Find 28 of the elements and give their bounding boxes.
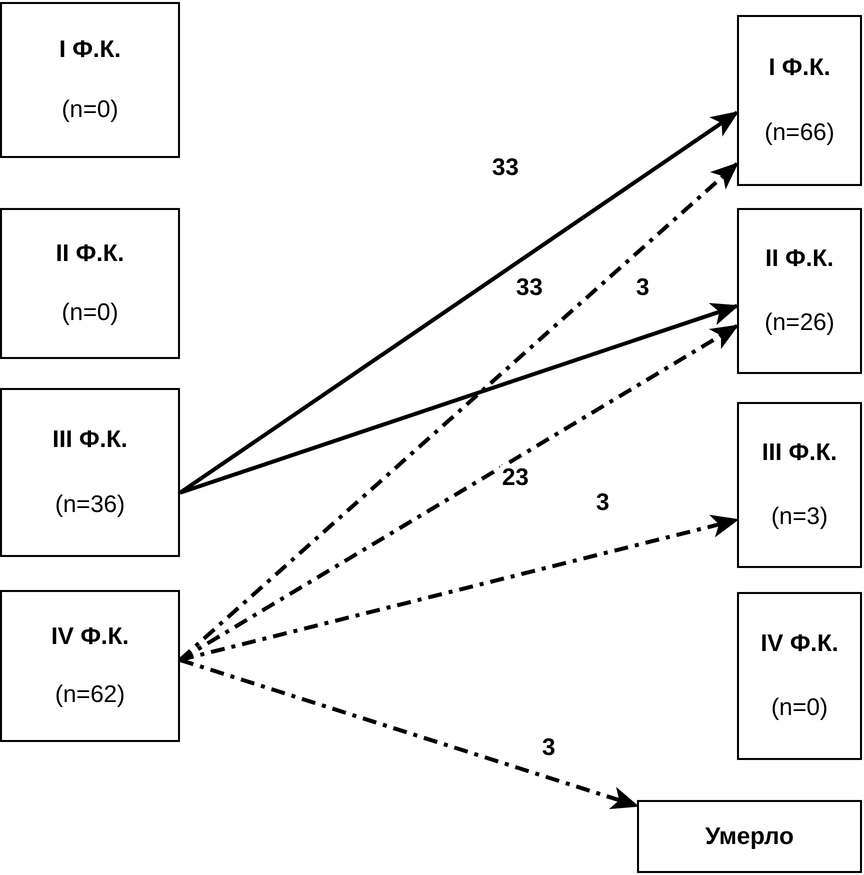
patient-count: (n=26) xyxy=(764,308,835,337)
stage-title: II Ф.К. xyxy=(56,240,124,268)
stage-title: III Ф.К. xyxy=(762,439,838,468)
stage-title: Умерло xyxy=(705,822,794,850)
patient-count: (n=36) xyxy=(54,490,126,519)
patient-count: (n=0) xyxy=(62,96,118,124)
stage-box xyxy=(0,590,180,742)
patient-count: (n=3) xyxy=(771,502,828,531)
stage-box xyxy=(0,2,180,158)
arrow xyxy=(179,658,640,810)
stage-box xyxy=(0,208,180,359)
patient-count: (n=0) xyxy=(62,298,118,327)
stage-box xyxy=(737,15,862,186)
arrow xyxy=(179,303,740,495)
stage-box xyxy=(0,388,180,557)
stage-box xyxy=(637,800,862,873)
stage-title: III Ф.К. xyxy=(52,426,128,454)
stage-box xyxy=(737,402,862,568)
patient-count: (n=62) xyxy=(54,681,126,710)
stage-title: II Ф.К. xyxy=(765,245,834,274)
stage-title: IV Ф.К. xyxy=(760,630,838,658)
stage-box xyxy=(737,208,862,374)
stage-title: IV Ф.К. xyxy=(51,622,129,651)
patient-count: (n=66) xyxy=(764,119,835,147)
stage-title: I Ф.К. xyxy=(768,54,830,82)
patient-count: (n=0) xyxy=(771,694,828,722)
stage-title: I Ф.К. xyxy=(59,36,121,64)
stage-box xyxy=(737,592,862,760)
